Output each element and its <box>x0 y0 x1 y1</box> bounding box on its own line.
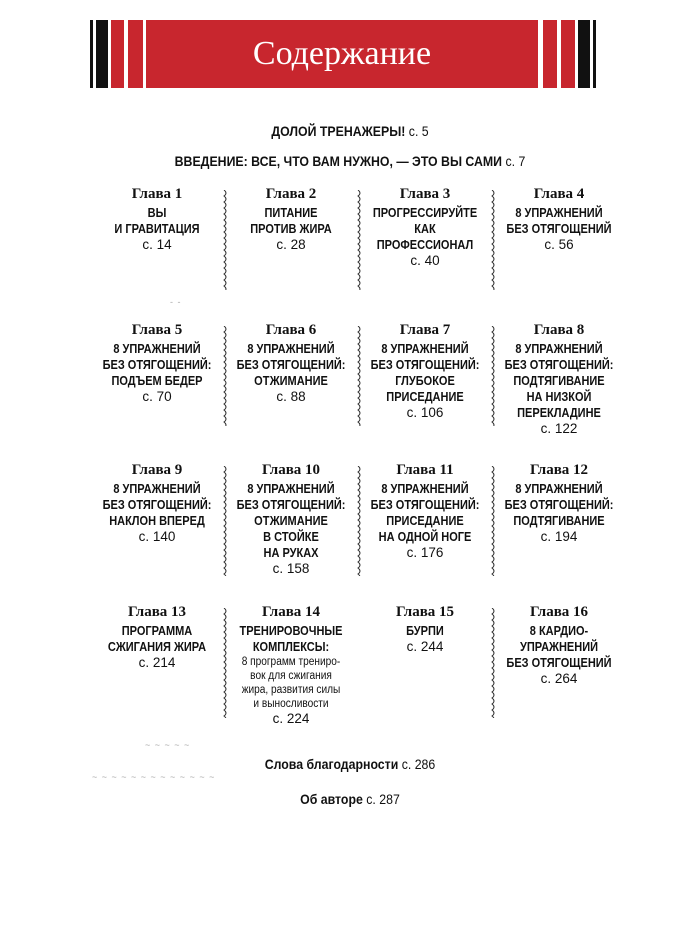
wavy-divider <box>223 326 227 426</box>
intro-entry[interactable]: ВВЕДЕНИЕ: ВСЕ, ЧТО ВАМ НУЖНО, — ЭТО ВЫ С… <box>42 153 658 169</box>
chapter-subtitle: 8 программ трениро- вок для сжигания жир… <box>241 656 341 710</box>
chapter-row: Глава 9 8 УПРАЖНЕНИЙ БЕЗ ОТЯГОЩЕНИЙ: НАКЛ… <box>90 462 626 577</box>
chapter-title: 8 УПРАЖНЕНИЙ БЕЗ ОТЯГОЩЕНИЙ: НАКЛОН ВПЕР… <box>102 482 212 528</box>
entry-page: с. 286 <box>401 756 436 772</box>
chapter-heading: Глава 9 <box>131 462 183 478</box>
chapter-title: 8 УПРАЖНЕНИЙ БЕЗ ОТЯГОЩЕНИЙ: ПРИСЕДАНИЕ … <box>370 482 480 544</box>
chapter-entry[interactable]: Глава 11 8 УПРАЖНЕНИЙ БЕЗ ОТЯГОЩЕНИЙ: ПРИ… <box>357 462 492 577</box>
chapter-title: 8 УПРАЖНЕНИЙ БЕЗ ОТЯГОЩЕНИЙ: ПОДТЯГИВАНИ… <box>504 482 614 528</box>
chapter-heading: Глава 5 <box>131 322 183 338</box>
chapter-row: Глава 5 8 УПРАЖНЕНИЙ БЕЗ ОТЯГОЩЕНИЙ: ПОДЪ… <box>90 322 626 437</box>
chapter-title: 8 УПРАЖНЕНИЙ БЕЗ ОТЯГОЩЕНИЙ: ОТЖИМАНИЕ В… <box>236 482 346 560</box>
wavy-divider <box>223 608 227 718</box>
entry-label: Об авторе <box>300 791 363 807</box>
chapter-title: 8 УПРАЖНЕНИЙ БЕЗ ОТЯГОЩЕНИЙ: ГЛУБОКОЕ ПР… <box>370 342 480 404</box>
chapter-page: с. 88 <box>276 389 306 404</box>
chapter-heading: Глава 3 <box>399 186 451 202</box>
entry-page: с. 7 <box>505 153 526 169</box>
chapter-entry[interactable]: Глава 6 8 УПРАЖНЕНИЙ БЕЗ ОТЯГОЩЕНИЙ: ОТЖИ… <box>223 322 358 437</box>
wavy-divider <box>357 190 361 290</box>
entry-label: Слова благодарности <box>264 756 399 772</box>
chapter-page: с. 214 <box>138 655 176 670</box>
chapter-entry[interactable]: Глава 16 8 КАРДИО- УПРАЖНЕНИЙ БЕЗ ОТЯГОЩЕ… <box>491 604 626 727</box>
chapter-entry[interactable]: Глава 14 ТРЕНИРОВОЧНЫЕ КОМПЛЕКСЫ:8 програ… <box>223 604 358 727</box>
wavy-divider <box>357 466 361 576</box>
chapter-title: 8 УПРАЖНЕНИЙ БЕЗ ОТЯГОЩЕНИЙ <box>506 206 612 236</box>
chapter-title: ПРОГРЕССИРУЙТЕ КАК ПРОФЕССИОНАЛ <box>372 206 478 252</box>
wavy-divider <box>357 326 361 426</box>
outro-entry[interactable]: Об авторе с. 287 <box>42 791 658 807</box>
decoration: ~ ~ ~ ~ ~ <box>145 740 191 750</box>
chapter-title: ТРЕНИРОВОЧНЫЕ КОМПЛЕКСЫ: <box>239 624 343 654</box>
chapter-entry[interactable]: Глава 10 8 УПРАЖНЕНИЙ БЕЗ ОТЯГОЩЕНИЙ: ОТЖ… <box>223 462 358 577</box>
chapter-heading: Глава 8 <box>533 322 585 338</box>
chapter-page: с. 106 <box>406 405 444 420</box>
wavy-divider <box>491 190 495 290</box>
chapter-entry[interactable]: Глава 5 8 УПРАЖНЕНИЙ БЕЗ ОТЯГОЩЕНИЙ: ПОДЪ… <box>90 322 224 437</box>
chapter-page: с. 70 <box>142 389 172 404</box>
chapter-page: с. 140 <box>138 529 176 544</box>
chapter-heading: Глава 12 <box>529 462 589 478</box>
chapter-page: с. 264 <box>540 671 578 686</box>
chapter-page: с. 56 <box>544 237 574 252</box>
chapter-page: с. 40 <box>410 253 440 268</box>
chapter-entry[interactable]: Глава 9 8 УПРАЖНЕНИЙ БЕЗ ОТЯГОЩЕНИЙ: НАКЛ… <box>90 462 224 577</box>
chapter-entry[interactable]: Глава 7 8 УПРАЖНЕНИЙ БЕЗ ОТЯГОЩЕНИЙ: ГЛУБ… <box>357 322 492 437</box>
chapter-title: 8 УПРАЖНЕНИЙ БЕЗ ОТЯГОЩЕНИЙ: ПОДТЯГИВАНИ… <box>504 342 614 420</box>
chapter-title: БУРПИ <box>406 624 444 638</box>
chapter-title: 8 УПРАЖНЕНИЙ БЕЗ ОТЯГОЩЕНИЙ: ОТЖИМАНИЕ <box>236 342 346 388</box>
chapter-page: с. 194 <box>540 529 578 544</box>
chapter-heading: Глава 15 <box>395 604 455 620</box>
chapter-page: с. 14 <box>142 237 172 252</box>
wavy-divider <box>491 608 495 718</box>
chapter-heading: Глава 14 <box>261 604 321 620</box>
chapter-heading: Глава 13 <box>127 604 187 620</box>
page-title: Содержание <box>252 35 432 72</box>
wavy-divider <box>223 466 227 576</box>
chapter-page: с. 244 <box>406 639 444 654</box>
wavy-divider <box>223 190 227 290</box>
entry-page: с. 287 <box>366 791 400 807</box>
chapter-heading: Глава 10 <box>261 462 321 478</box>
chapter-title: 8 УПРАЖНЕНИЙ БЕЗ ОТЯГОЩЕНИЙ: ПОДЪЕМ БЕДЕ… <box>102 342 212 388</box>
chapter-page: с. 176 <box>406 545 444 560</box>
entry-page: с. 5 <box>408 123 429 139</box>
chapter-heading: Глава 6 <box>265 322 317 338</box>
chapter-title: 8 КАРДИО- УПРАЖНЕНИЙ БЕЗ ОТЯГОЩЕНИЙ <box>506 624 612 670</box>
chapter-title: ПРОГРАММА СЖИГАНИЯ ЖИРА <box>107 624 207 654</box>
intro-entry[interactable]: ДОЛОЙ ТРЕНАЖЕРЫ! с. 5 <box>42 123 658 139</box>
chapter-heading: Глава 1 <box>131 186 183 202</box>
chapter-page: с. 158 <box>272 561 310 576</box>
chapter-heading: Глава 4 <box>533 186 585 202</box>
chapter-page: с. 122 <box>540 421 578 436</box>
wavy-divider <box>491 326 495 426</box>
entry-label: ВВЕДЕНИЕ: ВСЕ, ЧТО ВАМ НУЖНО, — ЭТО ВЫ С… <box>174 153 503 169</box>
wavy-divider <box>491 466 495 576</box>
chapter-heading: Глава 16 <box>529 604 589 620</box>
chapter-heading: Глава 2 <box>265 186 317 202</box>
entry-label: ДОЛОЙ ТРЕНАЖЕРЫ! <box>271 123 406 139</box>
chapter-title: ВЫ И ГРАВИТАЦИЯ <box>114 206 200 236</box>
chapter-page: с. 28 <box>276 237 306 252</box>
chapter-heading: Глава 7 <box>399 322 451 338</box>
chapter-title: ПИТАНИЕ ПРОТИВ ЖИРА <box>250 206 332 236</box>
chapter-page: с. 224 <box>272 711 310 726</box>
header-banner: Содержание <box>90 20 612 88</box>
chapter-entry[interactable]: Глава 12 8 УПРАЖНЕНИЙ БЕЗ ОТЯГОЩЕНИЙ: ПОД… <box>491 462 626 577</box>
decoration: ‐ ‐ <box>170 297 182 307</box>
chapter-entry[interactable]: Глава 8 8 УПРАЖНЕНИЙ БЕЗ ОТЯГОЩЕНИЙ: ПОДТ… <box>491 322 626 437</box>
chapter-heading: Глава 11 <box>396 462 454 478</box>
outro-entry[interactable]: Слова благодарности с. 286 <box>42 756 658 772</box>
decoration: ~ ~ ~ ~ ~ ~ ~ ~ ~ ~ ~ ~ ~ <box>92 772 216 782</box>
